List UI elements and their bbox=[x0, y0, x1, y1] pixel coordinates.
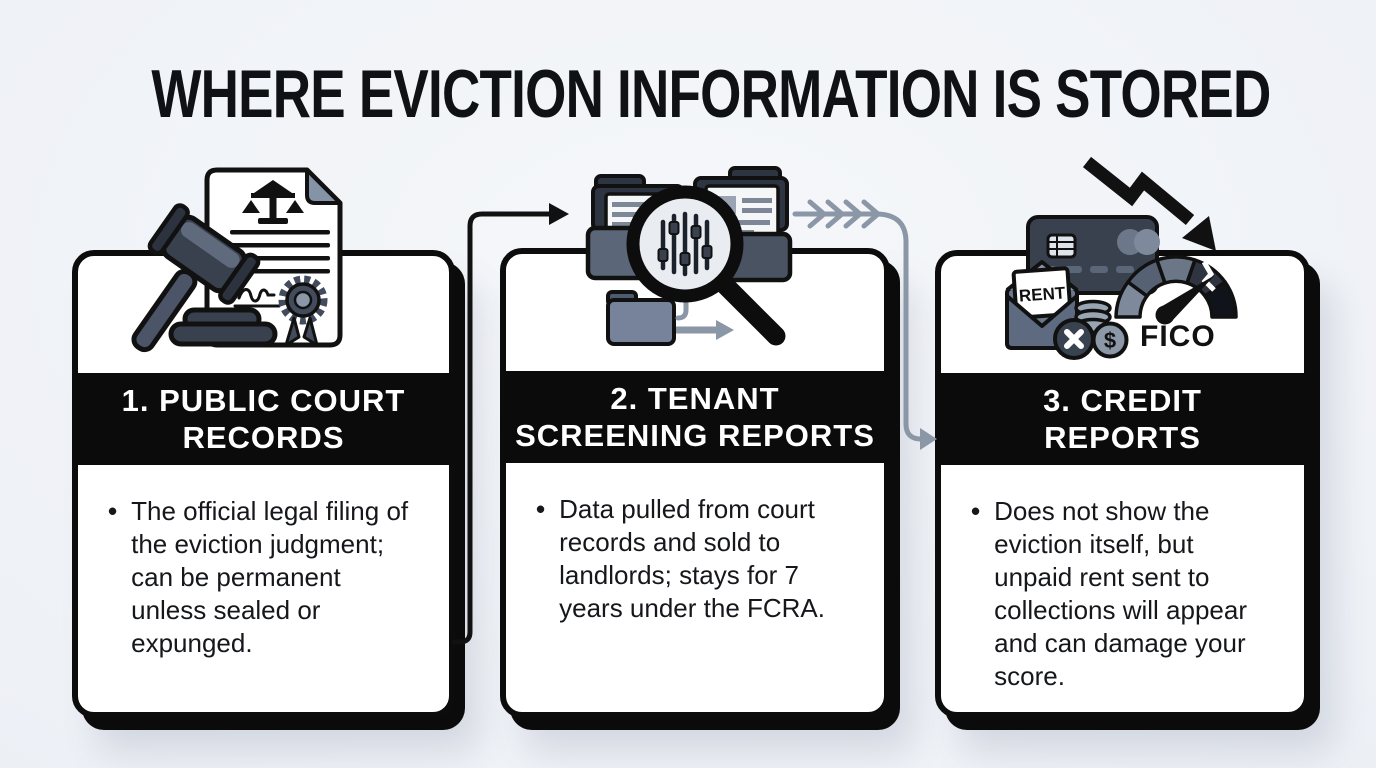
fico-label: FICO bbox=[1140, 320, 1216, 353]
folder-small-icon bbox=[606, 290, 676, 346]
scales-of-justice-icon bbox=[242, 180, 304, 224]
rent-label: RENT bbox=[1018, 283, 1066, 305]
transfer-arrow-icon bbox=[675, 293, 734, 340]
infographic-title: WHERE EVICTION INFORMATION IS STORED bbox=[151, 56, 1271, 132]
gavel-icon bbox=[131, 203, 278, 353]
card-1-heading-line1: 1. PUBLIC COURT bbox=[121, 382, 406, 418]
signature-squiggle bbox=[233, 288, 281, 308]
bullet-marker: • bbox=[108, 496, 118, 526]
card-2-bullet-text: Data pulled from court records and sold … bbox=[559, 494, 825, 623]
dollar-sign: $ bbox=[1104, 328, 1116, 353]
gavel-sound-block-icon bbox=[168, 307, 278, 347]
bullet-marker: • bbox=[536, 494, 546, 524]
card-2-heading-band: 2. TENANT SCREENING REPORTS bbox=[500, 371, 890, 463]
credit-card-fico-score-drop-icon: RENT $ FICO bbox=[1005, 156, 1238, 360]
card-3-body: • Does not show the eviction itself, but… bbox=[941, 465, 1304, 712]
gavel-and-court-document-icon bbox=[131, 167, 343, 353]
card-2-heading-line2: SCREENING REPORTS bbox=[515, 417, 875, 453]
slider-knobs bbox=[657, 221, 713, 266]
dollar-coin-icon: $ bbox=[1091, 321, 1129, 359]
award-seal-icon bbox=[278, 275, 328, 347]
card-1-bullet-item: • The official legal filing of the evict… bbox=[108, 495, 421, 660]
score-drop-zigzag-arrow-icon bbox=[1082, 156, 1216, 251]
x-coin-icon bbox=[1053, 318, 1095, 360]
bullet-marker: • bbox=[971, 496, 981, 526]
card-2-bullet-item: • Data pulled from court records and sol… bbox=[536, 493, 838, 625]
arrowhead-right-icon bbox=[549, 203, 569, 225]
card-3-bullet-text: Does not show the eviction itself, but u… bbox=[994, 496, 1248, 691]
card-1-heading-band: 1. PUBLIC COURT RECORDS bbox=[72, 373, 455, 465]
coins-icon: $ bbox=[1053, 299, 1129, 360]
folders-and-magnifier-search-icon bbox=[585, 166, 793, 346]
fico-gauge-icon bbox=[1114, 255, 1238, 325]
magnifier-icon bbox=[626, 185, 786, 346]
card-3-bullet-item: • Does not show the eviction itself, but… bbox=[971, 495, 1254, 693]
magnifier-handle bbox=[712, 272, 786, 346]
card-1-body: • The official legal filing of the evict… bbox=[78, 465, 449, 712]
card-2-heading-line1: 2. TENANT bbox=[610, 380, 780, 416]
gauge-needle-icon bbox=[1155, 275, 1215, 325]
card-3-heading-line1: 3. CREDIT bbox=[1043, 382, 1202, 418]
gauge-crack bbox=[1201, 260, 1216, 292]
card-1-bullet-text: The official legal filing of the evictio… bbox=[131, 496, 409, 658]
card-1-heading-line2: RECORDS bbox=[182, 419, 345, 455]
card-3-heading-band: 3. CREDIT REPORTS bbox=[935, 373, 1310, 465]
flow-chevrons-icon bbox=[807, 199, 882, 229]
card-2-body: • Data pulled from court records and sol… bbox=[506, 463, 884, 712]
card-credit-reports: 3. CREDIT REPORTS • Does not show the ev… bbox=[935, 250, 1310, 718]
card-3-heading-line2: REPORTS bbox=[1044, 419, 1201, 455]
card-chip-icon bbox=[1046, 233, 1077, 259]
